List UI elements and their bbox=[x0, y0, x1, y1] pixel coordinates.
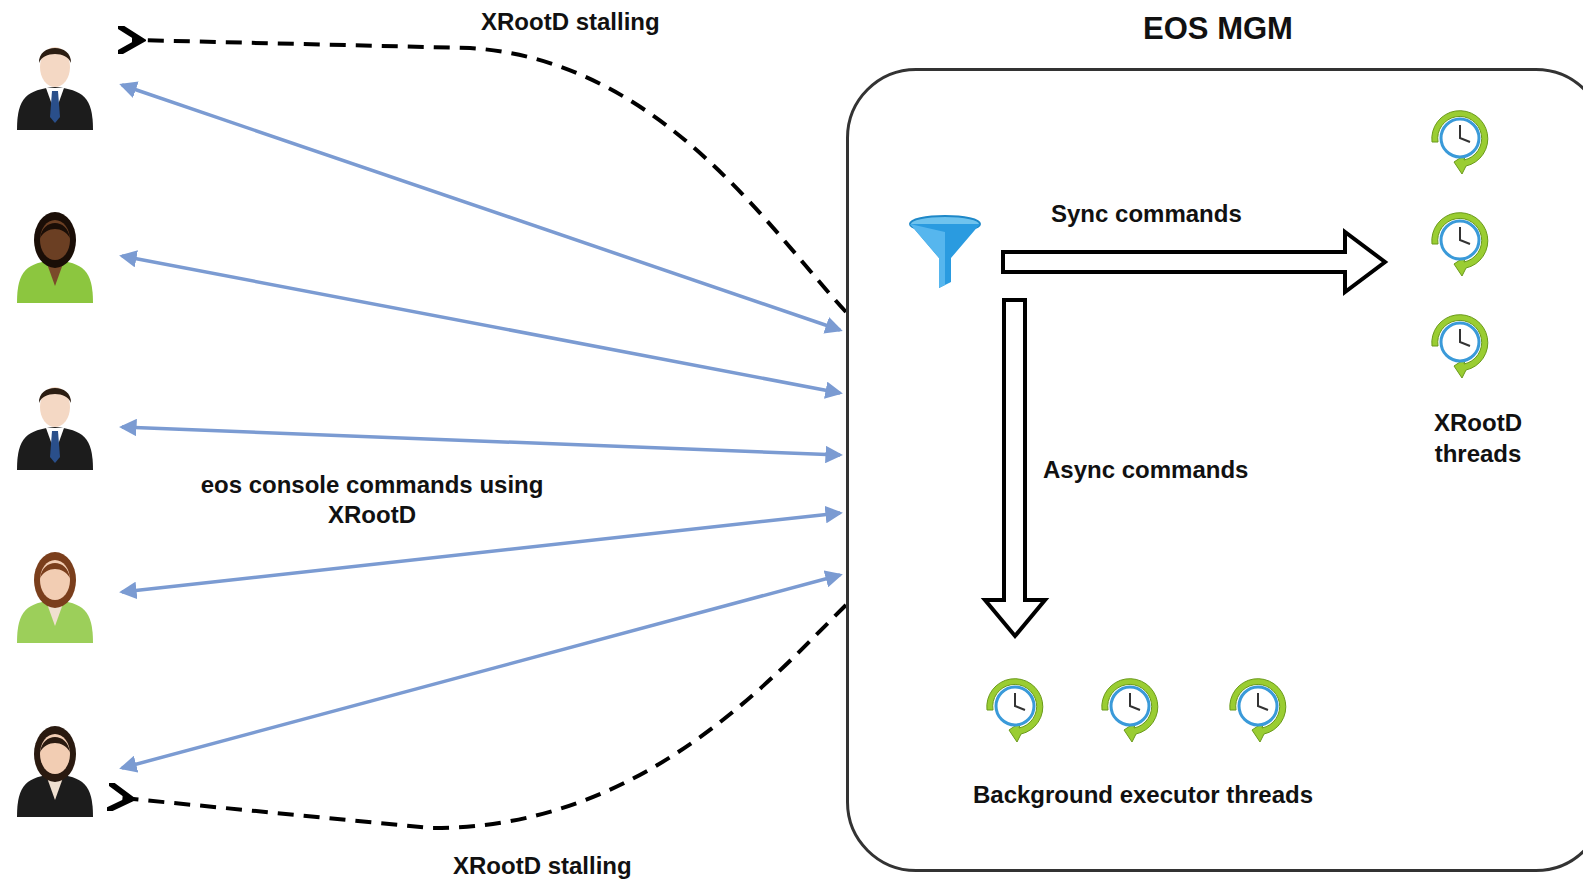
console-arrow bbox=[122, 85, 840, 330]
filter-icon bbox=[910, 216, 980, 288]
async-block-arrow bbox=[985, 300, 1045, 636]
user-icon bbox=[17, 552, 93, 643]
thread-label: Background executor threads bbox=[973, 779, 1313, 810]
thread-group: Background executor threads bbox=[973, 779, 1313, 815]
thread-icons bbox=[987, 111, 1488, 742]
console-arrow bbox=[122, 427, 840, 455]
clock-icon bbox=[1432, 213, 1488, 276]
stall-arrow bbox=[132, 40, 846, 312]
diagram-label: eos console commands using XRootD bbox=[189, 470, 555, 530]
stall-arrow bbox=[122, 605, 846, 828]
diagram-label: XRootD stalling bbox=[450, 851, 635, 881]
server-title: EOS MGM bbox=[1143, 9, 1293, 49]
diagram-label: XRootD stalling bbox=[478, 7, 663, 37]
clock-icon bbox=[987, 679, 1043, 742]
thread-label: XRootD threads bbox=[1408, 407, 1548, 469]
thread-group: XRootD threads bbox=[1408, 407, 1548, 474]
user-icon bbox=[17, 726, 93, 817]
clock-icon bbox=[1432, 111, 1488, 174]
console-arrow bbox=[122, 575, 840, 768]
console-arrow bbox=[122, 256, 840, 393]
diagram-label: Sync commands bbox=[1048, 199, 1245, 229]
clock-icon bbox=[1432, 315, 1488, 378]
diagram-label: Async commands bbox=[1040, 455, 1251, 485]
user-icon bbox=[17, 387, 93, 470]
stall-arrows bbox=[122, 40, 846, 828]
user-icon bbox=[17, 47, 93, 130]
user-icons bbox=[17, 47, 93, 817]
clock-icon bbox=[1230, 679, 1286, 742]
clock-icon bbox=[1102, 679, 1158, 742]
user-icon bbox=[17, 212, 93, 303]
console-arrows bbox=[122, 85, 840, 768]
command-arrows bbox=[985, 232, 1385, 636]
sync-block-arrow bbox=[1003, 232, 1385, 292]
